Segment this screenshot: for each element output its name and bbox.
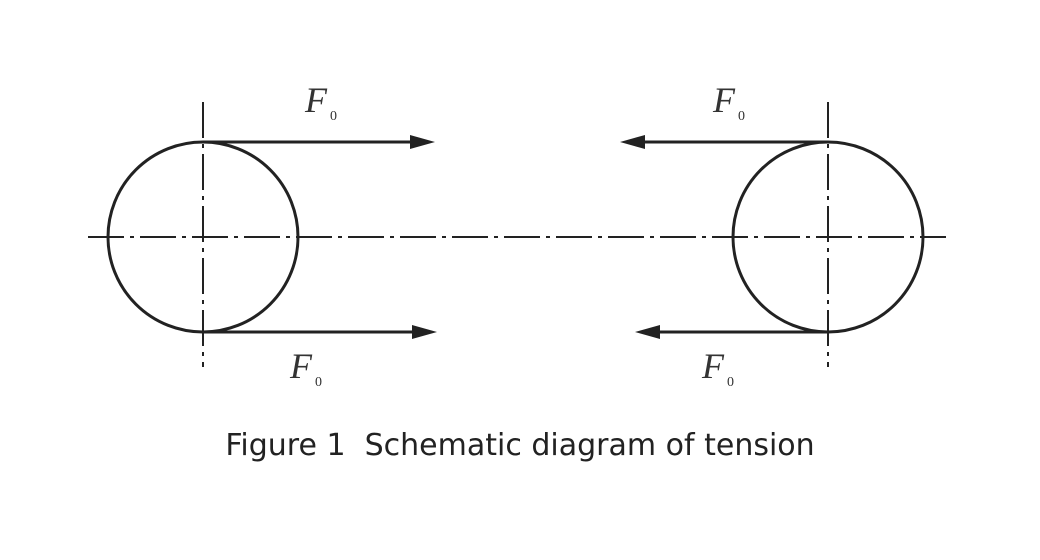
force-symbol: F: [712, 80, 736, 120]
force-label-left-bottom: F 0: [289, 346, 322, 390]
force-symbol: F: [701, 346, 725, 386]
force-subscript: 0: [738, 109, 745, 124]
force-symbol: F: [289, 346, 313, 386]
force-subscript: 0: [315, 375, 322, 390]
left-top-force-arrow: [203, 135, 435, 149]
right-bottom-force-arrow: [635, 325, 828, 339]
right-top-force-arrow: [620, 135, 828, 149]
force-label-left-top: F 0: [304, 80, 337, 124]
force-label-right-bottom: F 0: [701, 346, 734, 390]
force-label-right-top: F 0: [712, 80, 745, 124]
left-bottom-force-arrow: [203, 325, 437, 339]
force-subscript: 0: [330, 109, 337, 124]
force-subscript: 0: [727, 375, 734, 390]
force-symbol: F: [304, 80, 328, 120]
figure-caption: Figure 1 Schematic diagram of tension: [225, 428, 815, 463]
